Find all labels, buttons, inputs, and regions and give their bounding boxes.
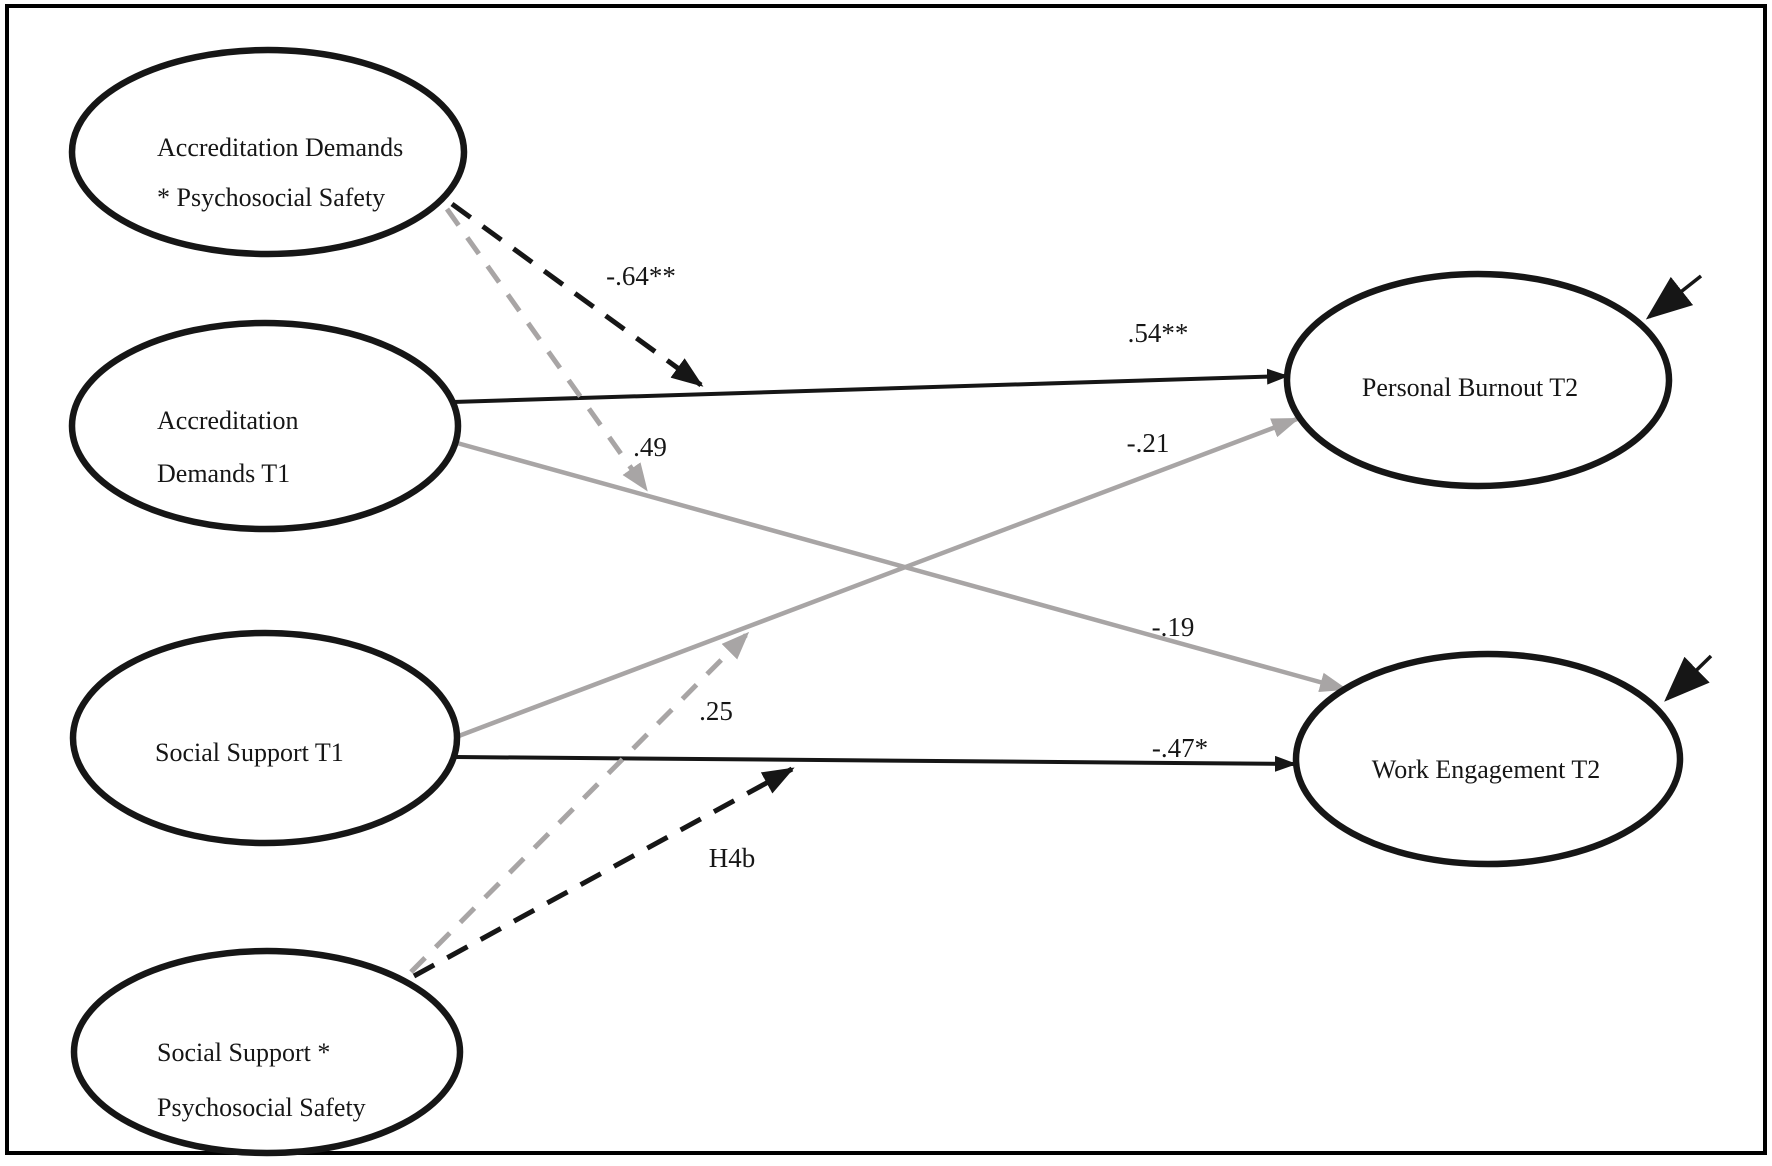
node-accreditation-demands-t1 [68, 319, 462, 533]
path-coefficient-label: -.64** [606, 261, 676, 291]
node-label: Psychosocial Safety [157, 1093, 366, 1122]
node-label: Accreditation [157, 406, 299, 435]
node-label: Accreditation Demands [157, 133, 403, 162]
moderation-arrow-demands-engagement [444, 207, 649, 492]
node-social-support-t1 [69, 629, 461, 847]
node-personal-burnout-t2 [1283, 270, 1673, 490]
node-label: Social Support T1 [155, 738, 344, 767]
path-coefficient-label: .25 [699, 696, 733, 726]
residual-arrow-burnout [1645, 274, 1703, 320]
node-accreditation-demands-x-psychosocial-safety [68, 46, 468, 258]
node-label: Demands T1 [157, 459, 290, 488]
node-label: * Psychosocial Safety [157, 183, 385, 212]
path-coefficient-label: .54** [1128, 318, 1189, 348]
path-coefficient-label: .49 [633, 432, 667, 462]
path-support-to-burnout [455, 416, 1300, 740]
node-label: Social Support * [157, 1038, 330, 1067]
node-social-support-x-psychosocial-safety [70, 947, 464, 1157]
path-coefficient-label: -.21 [1127, 428, 1170, 458]
node-label: Work Engagement T2 [1372, 755, 1600, 784]
path-support-to-engagement [455, 755, 1297, 772]
node-work-engagement-t2 [1292, 650, 1684, 868]
moderation-arrow-support-engagement [412, 766, 795, 979]
path-coefficient-label: H4b [709, 843, 756, 873]
path-demands-to-engagement [456, 440, 1348, 692]
path-coefficient-label: -.19 [1152, 612, 1195, 642]
figure-border [5, 4, 1767, 1155]
path-demands-to-burnout [452, 368, 1289, 404]
node-label: Personal Burnout T2 [1362, 373, 1578, 402]
path-coefficient-label: -.47* [1152, 733, 1208, 763]
residual-arrow-engagement [1664, 654, 1713, 702]
moderation-arrow-support-burnout [409, 631, 750, 974]
moderation-arrow-demands-burnout [450, 201, 704, 388]
